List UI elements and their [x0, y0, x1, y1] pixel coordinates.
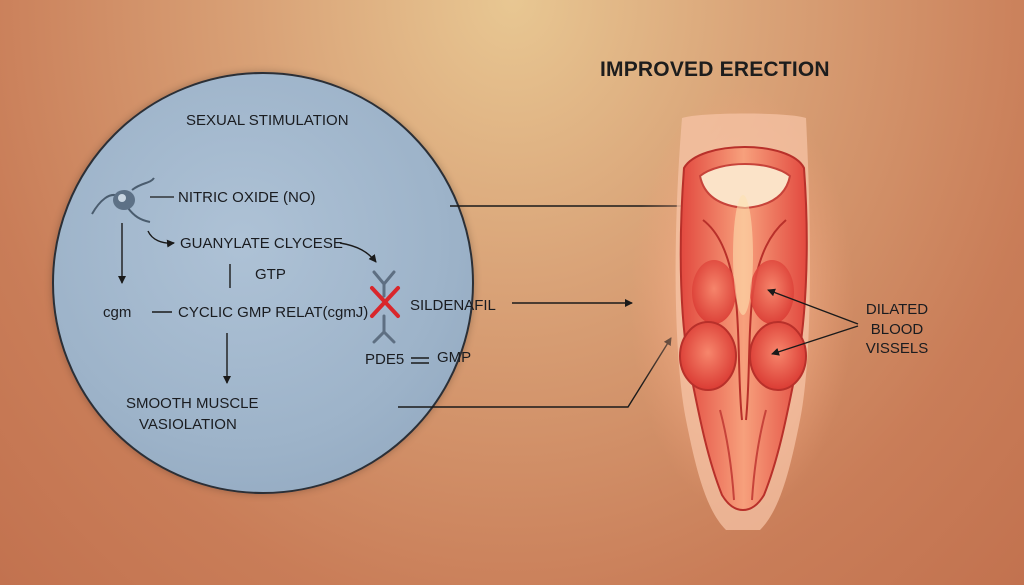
pde5-label: PDE5 — [365, 351, 405, 368]
inhibition-x-icon — [370, 286, 400, 318]
nerve-cell-icon — [91, 177, 155, 223]
smooth-muscle-label: SMOOTH MUSCLE — [126, 395, 259, 412]
pde5-enzyme-icon — [372, 270, 396, 344]
cgm-label: cgm — [103, 304, 132, 321]
nitric-oxide-label: NITRIC OXIDE (NO) — [178, 189, 316, 206]
dilated-vessels-label: DILATED BLOOD VISSELS — [842, 300, 952, 359]
vasiolation-label: VASIOLATION — [139, 416, 237, 433]
gmp-label: GMP — [437, 349, 472, 366]
gtp-label: GTP — [255, 266, 286, 283]
organ-illustration — [630, 85, 854, 530]
cyclic-gmp-label: CYCLIC GMP RELAT(cgmJ) — [178, 304, 369, 321]
guanylate-label: GUANYLATE CLYCESE — [180, 235, 343, 252]
dilated-line-1: DILATED — [865, 301, 929, 318]
diagram-title: IMPROVED ERECTION — [600, 58, 830, 81]
sildenafil-label: SILDENAFIL — [410, 297, 496, 314]
sexual-stimulation-label: SEXUAL STIMULATION — [186, 112, 349, 129]
dilated-line-3: VISSELS — [865, 340, 929, 357]
dilated-line-2: BLOOD — [870, 320, 924, 338]
